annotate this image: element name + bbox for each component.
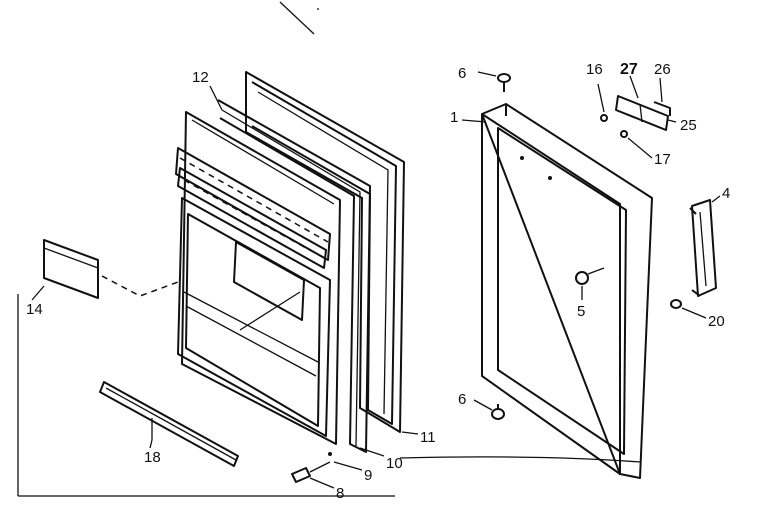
callout-25: 25 — [680, 117, 697, 134]
callout-11: 11 — [420, 429, 436, 446]
small-screw-16 — [600, 114, 608, 122]
callout-4: 4 — [722, 185, 730, 202]
hinge-pin-bottom — [491, 404, 505, 420]
callout-16: 16 — [586, 61, 603, 78]
callout-6-top: 6 — [458, 65, 466, 82]
callout-27: 27 — [620, 61, 638, 78]
callout-12: 12 — [192, 69, 209, 86]
trim-strip-part — [99, 381, 239, 467]
callout-17: 17 — [654, 151, 671, 168]
outer-door-frame — [481, 103, 653, 479]
door-liner-panel — [181, 111, 341, 445]
callout-1: 1 — [450, 109, 458, 126]
hinge-pin-top — [497, 73, 511, 92]
door-gasket-inner — [217, 99, 371, 453]
callout-9: 9 — [364, 467, 372, 484]
door-handle-part — [689, 199, 717, 297]
center-fastener — [575, 267, 605, 285]
callout-5: 5 — [577, 303, 585, 320]
callout-10: 10 — [386, 455, 403, 472]
callout-18: 18 — [144, 449, 161, 466]
screw-part — [291, 452, 332, 483]
callout-labels: 12 1 6 16 27 26 25 17 4 5 20 6 14 18 11 … — [26, 61, 730, 502]
callout-8: 8 — [336, 485, 344, 502]
leader-lines — [31, 71, 721, 489]
callout-26: 26 — [654, 61, 671, 78]
small-screw-17 — [620, 130, 628, 138]
hinge-bracket-part — [615, 95, 671, 131]
handle-screw-part — [670, 299, 682, 309]
door-shelf-assembly — [175, 147, 331, 437]
callout-14: 14 — [26, 301, 43, 318]
callout-20: 20 — [708, 313, 725, 330]
callout-6-bottom: 6 — [458, 391, 466, 408]
frame-lines — [17, 1, 641, 497]
bin-cover-part — [43, 239, 179, 299]
